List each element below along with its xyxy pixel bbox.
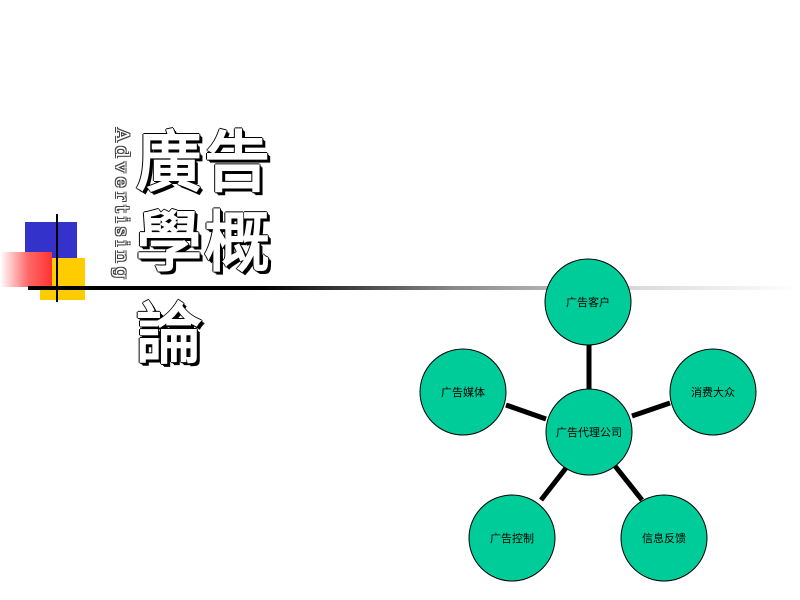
title-line-1: 廣告 [136, 124, 272, 201]
node-left: 广告媒体 [419, 348, 507, 436]
title-line-3: 論 [136, 296, 204, 373]
decor-red-gradient-square [0, 252, 52, 287]
node-bottom-right: 信息反馈 [620, 494, 708, 582]
node-center-label: 广告代理公司 [556, 426, 622, 439]
node-top-label: 广告客户 [566, 295, 610, 309]
node-bottom-left: 广告控制 [468, 494, 556, 582]
connector-bottom-right [613, 464, 644, 502]
node-right: 消费大众 [669, 348, 757, 436]
connector-right [631, 400, 671, 419]
english-vertical-word: Advertising [111, 128, 133, 283]
decor-horizontal-rule [28, 286, 800, 290]
connector-bottom-left [539, 466, 568, 502]
title-line-2: 學概 [136, 204, 272, 281]
node-right-label: 消费大众 [691, 385, 735, 399]
node-left-label: 广告媒体 [441, 385, 485, 399]
connectors [505, 345, 671, 502]
node-bottom-left-label: 广告控制 [490, 531, 534, 545]
node-top: 广告客户 [544, 258, 632, 346]
connector-left [505, 402, 547, 422]
node-center: 广告代理公司 [545, 388, 633, 476]
node-bottom-right-label: 信息反馈 [642, 531, 686, 545]
decor-vertical-line [56, 214, 58, 302]
